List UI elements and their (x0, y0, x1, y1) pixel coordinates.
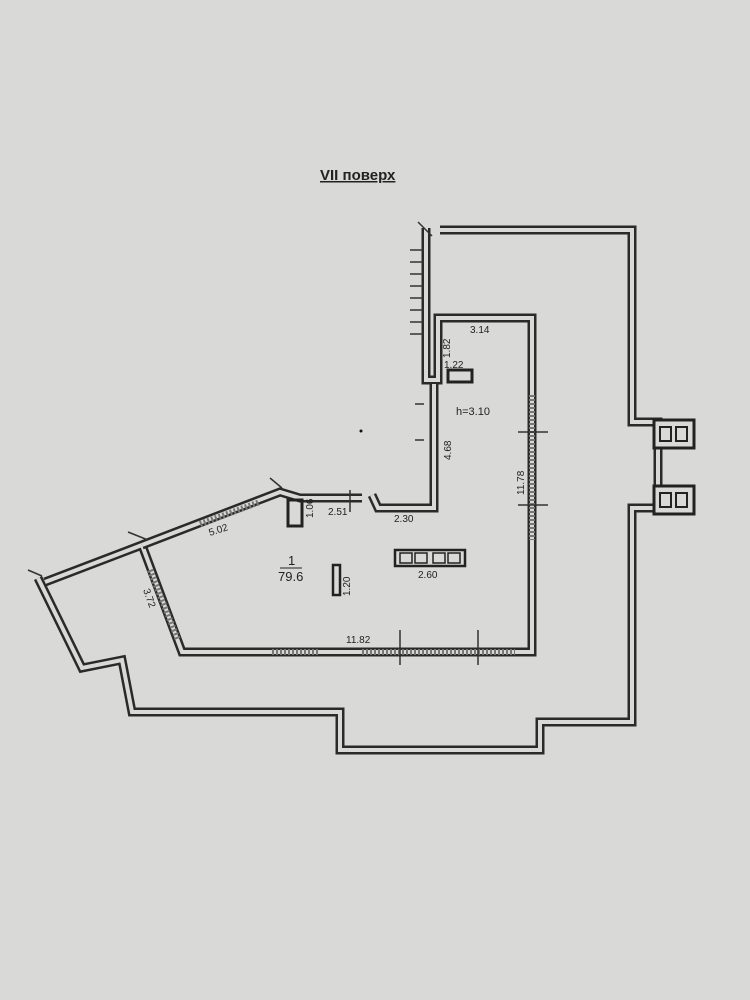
room-area: 79.6 (278, 569, 303, 584)
room-walls (43, 228, 537, 657)
dim-1-06: 1.06 (305, 498, 316, 518)
dim-4-68: 4.68 (443, 440, 454, 460)
dimension-ticks (27, 403, 548, 665)
fixtures (286, 368, 474, 597)
ceiling-height: h=3.10 (456, 406, 490, 418)
dim-5-02: 5.02 (208, 522, 230, 539)
floor-title: VII поверх (320, 167, 396, 184)
dim-3-14: 3.14 (470, 325, 490, 336)
dim-2-30: 2.30 (394, 514, 414, 525)
dim-11-82: 11.82 (346, 635, 371, 646)
dim-1-20: 1.20 (342, 576, 353, 596)
dot-mark (359, 429, 363, 433)
dim-1-22: 1.22 (444, 360, 464, 371)
dim-11-78: 11.78 (516, 470, 527, 495)
room-number: 1 (288, 553, 295, 568)
dim-2-60: 2.60 (418, 570, 438, 581)
dim-1-82: 1.82 (442, 338, 453, 358)
hatch-marks (410, 221, 433, 335)
vent-blocks (652, 418, 696, 516)
dim-2-51: 2.51 (328, 507, 348, 518)
terrace-outline (33, 225, 663, 755)
